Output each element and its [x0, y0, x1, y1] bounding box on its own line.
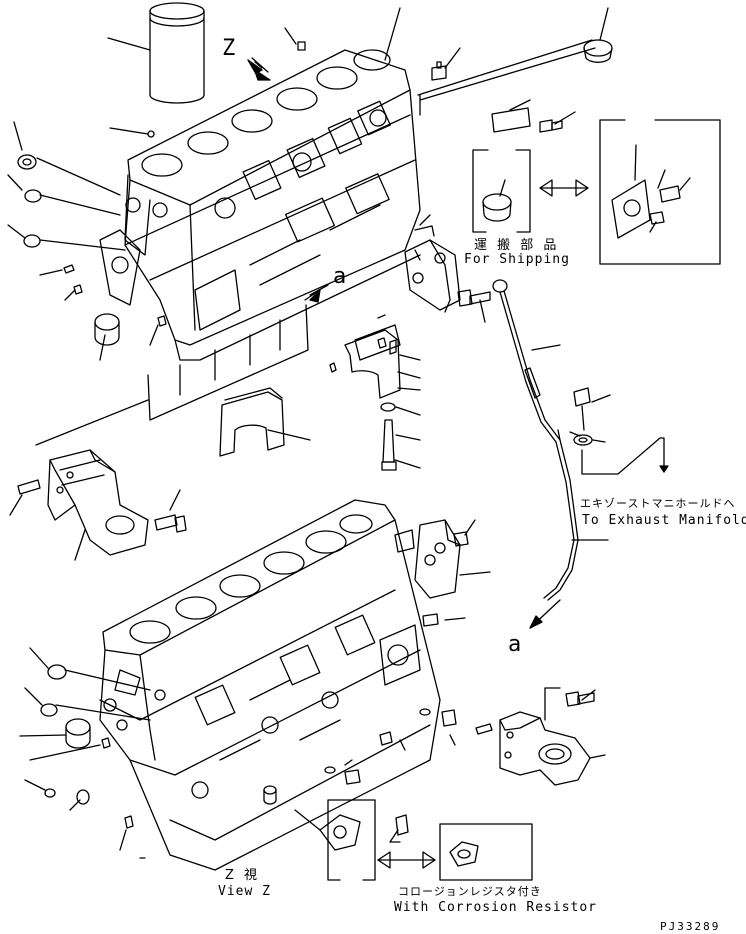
engine-mount-left — [47, 449, 149, 556]
viewz-en-label: View Z — [218, 884, 271, 899]
double-arrow-upper — [539, 179, 589, 197]
cap-top-right — [583, 39, 613, 63]
bolt-left-mid — [154, 514, 187, 533]
corrosion-en-label: With Corrosion Resistor — [394, 900, 598, 915]
dipstick — [492, 279, 579, 601]
detail-box-upper-right — [599, 119, 721, 265]
corrosion-resistor-detail — [294, 799, 409, 881]
bolt-washer-right — [573, 387, 593, 446]
bolt-mid — [457, 289, 491, 307]
corrosion-jp-label: コロージョンレジスタ付き — [398, 885, 542, 898]
cylinder-liner — [149, 2, 205, 104]
shipping-bracket — [472, 149, 531, 233]
a-lower-label: a — [508, 632, 523, 657]
z-view-arrow — [247, 57, 271, 81]
exhaust-en-label: To Exhaust Manifold — [582, 513, 746, 528]
lower-plugs — [40, 664, 134, 829]
bolt-upper-right — [539, 119, 563, 133]
lower-cylinder-block — [99, 499, 441, 871]
corrosion-box — [439, 823, 533, 881]
upper-bracket — [404, 225, 461, 311]
bearing-caps — [219, 324, 401, 457]
exhaust-jp-label: エキゾーストマニホールドへ — [580, 497, 736, 510]
plug-bolt-top — [431, 61, 447, 81]
washer-bolt-mid — [380, 402, 397, 471]
label-plate — [491, 107, 531, 133]
shipping-jp-label: 運 搬 部 品 — [474, 238, 560, 253]
bolt-far-right — [565, 691, 595, 707]
z-marker-label: Z — [222, 36, 237, 61]
viewz-jp-label: Z 視 — [225, 868, 261, 883]
upper-plugs — [17, 154, 167, 346]
upper-cylinder-block — [99, 49, 421, 361]
part-code: PJ33289 — [660, 920, 721, 933]
bolt-lower-right — [422, 531, 469, 627]
shipping-en-label: For Shipping — [464, 252, 570, 267]
shipping-cap — [482, 193, 512, 222]
engine-mount-right — [499, 711, 591, 786]
a-upper-label: a — [333, 264, 348, 289]
double-arrow-lower — [377, 851, 436, 869]
